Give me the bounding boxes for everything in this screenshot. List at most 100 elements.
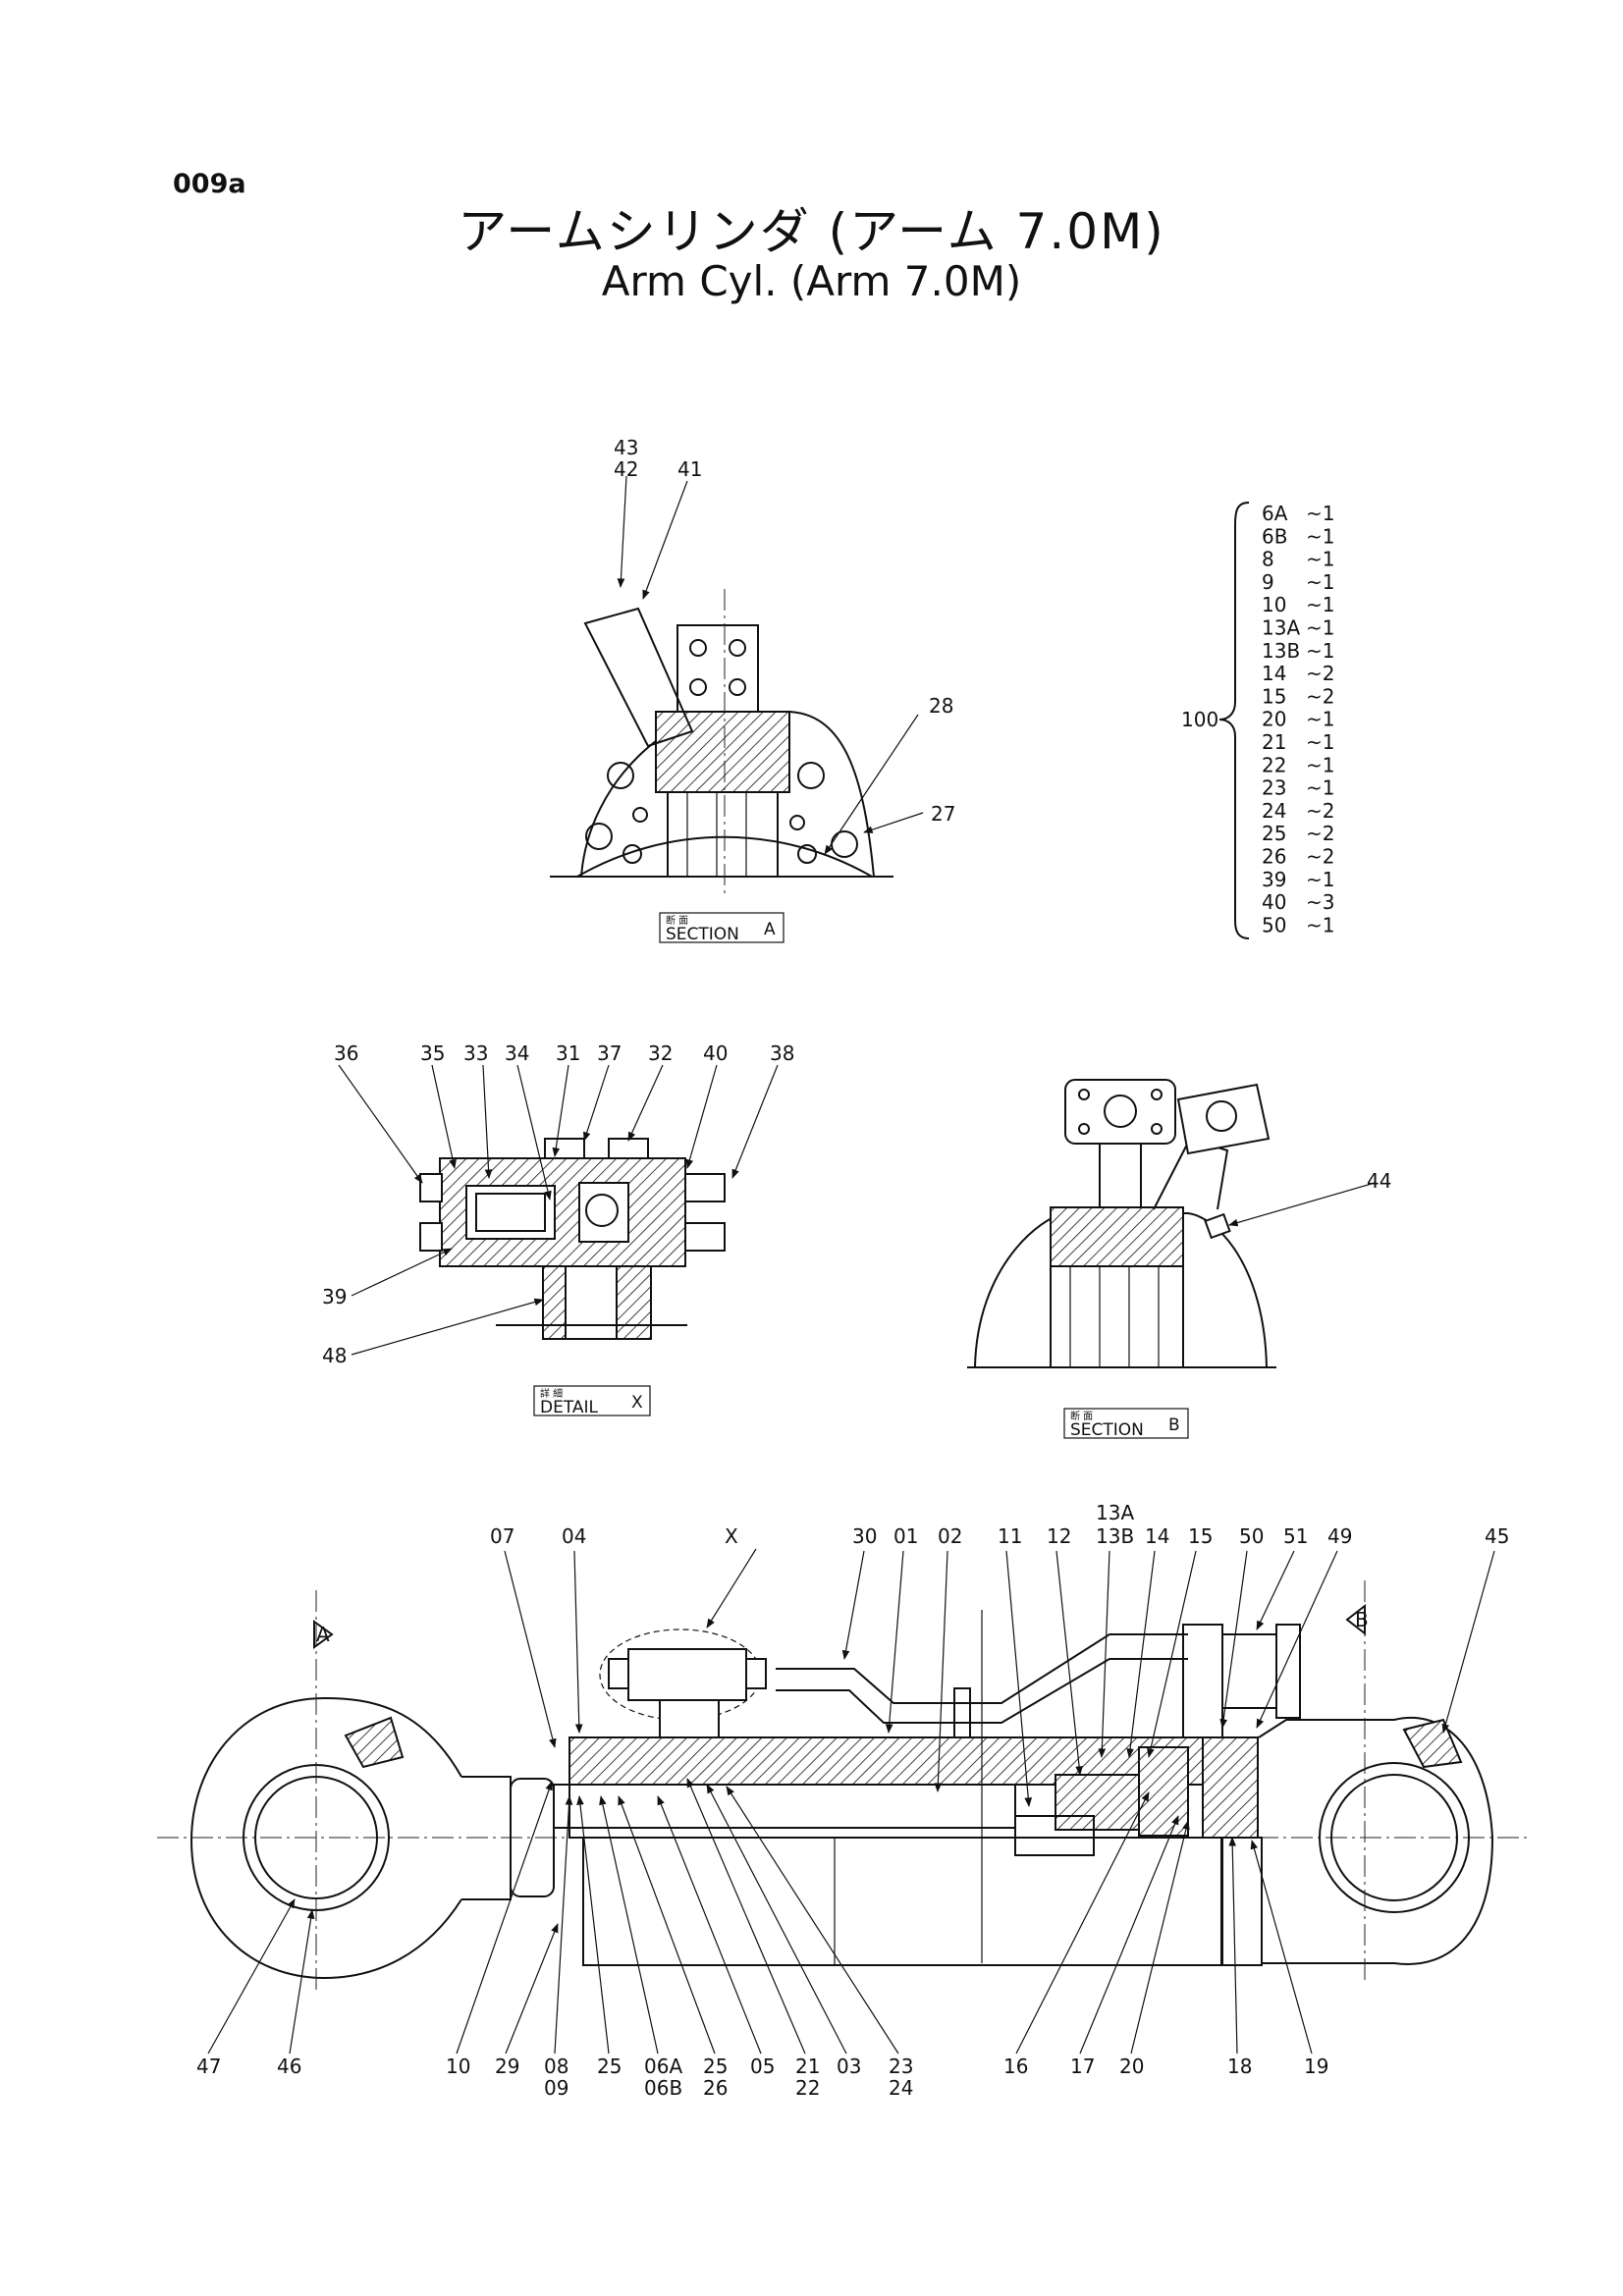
detail-x-view: 36 35 33 34 31 37 32 40 38 39 48 詳 細 DET…: [322, 1041, 794, 1417]
kit-item-part: 40: [1262, 890, 1286, 914]
label-09: 09: [544, 2076, 568, 2100]
label-04: 04: [562, 1524, 586, 1548]
label-13a: 13A: [1096, 1501, 1134, 1524]
kit-item-part: 15: [1262, 684, 1286, 708]
section-a-kanji: 断 面: [666, 914, 688, 927]
label-14: 14: [1145, 1524, 1169, 1548]
label-28: 28: [929, 694, 953, 718]
label-x: X: [725, 1524, 738, 1548]
label-27: 27: [931, 802, 955, 826]
section-b-kanji: 断 面: [1070, 1410, 1093, 1422]
label-22: 22: [795, 2076, 820, 2100]
label-29: 29: [495, 2055, 519, 2078]
label-48: 48: [322, 1344, 347, 1367]
kit-item-part: 13B: [1262, 639, 1300, 663]
label-26: 26: [703, 2076, 728, 2100]
label-47: 47: [196, 2055, 221, 2078]
section-b-letter: B: [1168, 1415, 1180, 1435]
label-44: 44: [1367, 1169, 1391, 1193]
label-15: 15: [1188, 1524, 1213, 1548]
label-06b: 06B: [644, 2076, 682, 2100]
label-02: 02: [938, 1524, 962, 1548]
kit-item-part: 26: [1262, 845, 1286, 869]
kit-item-qty: ~2: [1306, 684, 1334, 708]
label-16: 16: [1003, 2055, 1028, 2078]
label-30: 30: [852, 1524, 877, 1548]
kit-rows: 6A~16B~18~19~110~113A~113B~114~215~220~1…: [1262, 502, 1334, 936]
label-37: 37: [597, 1041, 622, 1065]
label-38: 38: [770, 1041, 794, 1065]
label-45: 45: [1485, 1524, 1509, 1548]
kit-list: 100 6A~16B~18~19~110~113A~113B~114~215~2…: [1181, 502, 1334, 939]
main-cylinder-view: A B 07 04 X 30 01 02 11 12 13A 13B 14 15…: [157, 1501, 1532, 2100]
label-46: 46: [277, 2055, 301, 2078]
marker-a: A: [316, 1623, 330, 1646]
kit-item-part: 20: [1262, 708, 1286, 731]
label-03: 03: [837, 2055, 861, 2078]
kit-item-part: 10: [1262, 593, 1286, 616]
title-english: Arm Cyl. (Arm 7.0M): [601, 257, 1022, 305]
kit-item-qty: ~3: [1306, 890, 1334, 914]
label-40: 40: [703, 1041, 728, 1065]
label-05: 05: [750, 2055, 775, 2078]
kit-item-qty: ~1: [1306, 616, 1334, 640]
label-51: 51: [1283, 1524, 1308, 1548]
section-a-caption: SECTION: [666, 925, 739, 944]
label-50: 50: [1239, 1524, 1264, 1548]
kit-item-part: 9: [1262, 570, 1274, 594]
label-21: 21: [795, 2055, 820, 2078]
label-12: 12: [1047, 1524, 1071, 1548]
kit-item-qty: ~1: [1306, 730, 1334, 754]
kit-item-qty: ~1: [1306, 570, 1334, 594]
label-19: 19: [1304, 2055, 1328, 2078]
label-39: 39: [322, 1285, 347, 1308]
kit-item-qty: ~2: [1306, 799, 1334, 823]
label-35: 35: [420, 1041, 445, 1065]
kit-item-part: 8: [1262, 548, 1274, 571]
label-17: 17: [1070, 2055, 1095, 2078]
section-b-caption: SECTION: [1070, 1420, 1144, 1440]
kit-item-qty: ~1: [1306, 502, 1334, 525]
label-08: 08: [544, 2055, 568, 2078]
kit-number: 100: [1181, 708, 1218, 731]
label-18: 18: [1227, 2055, 1252, 2078]
label-32: 32: [648, 1041, 673, 1065]
label-24: 24: [889, 2076, 913, 2100]
kit-item-part: 23: [1262, 776, 1286, 800]
kit-item-qty: ~1: [1306, 524, 1334, 548]
section-b-view: 44 断 面 SECTION B: [967, 1079, 1391, 1440]
kit-item-qty: ~2: [1306, 845, 1334, 869]
kit-item-qty: ~2: [1306, 662, 1334, 685]
label-41: 41: [677, 457, 702, 481]
kit-item-qty: ~1: [1306, 639, 1334, 663]
label-49: 49: [1327, 1524, 1352, 1548]
label-42: 42: [614, 457, 638, 481]
kit-item-qty: ~1: [1306, 753, 1334, 776]
kit-item-part: 6B: [1262, 524, 1287, 548]
label-36: 36: [334, 1041, 358, 1065]
kit-item-part: 50: [1262, 913, 1286, 936]
label-01: 01: [893, 1524, 918, 1548]
marker-b: B: [1355, 1608, 1369, 1631]
kit-item-part: 39: [1262, 868, 1286, 891]
section-a-view: 43 42 41 28 27 断 面 SECTION A: [550, 436, 955, 944]
label-10: 10: [446, 2055, 470, 2078]
detail-x-letter: X: [631, 1393, 643, 1413]
kit-item-part: 14: [1262, 662, 1286, 685]
detail-x-kanji: 詳 細: [540, 1387, 563, 1400]
title-japanese: アームシリンダ (アーム 7.0M): [458, 203, 1165, 260]
label-23: 23: [889, 2055, 913, 2078]
kit-item-part: 22: [1262, 753, 1286, 776]
label-07: 07: [490, 1524, 514, 1548]
page-code: 009a: [173, 169, 246, 199]
kit-item-qty: ~2: [1306, 822, 1334, 845]
kit-item-qty: ~1: [1306, 868, 1334, 891]
label-13b: 13B: [1096, 1524, 1134, 1548]
section-a-letter: A: [764, 920, 776, 939]
label-25a: 25: [597, 2055, 622, 2078]
kit-item-qty: ~1: [1306, 913, 1334, 936]
label-31: 31: [556, 1041, 580, 1065]
kit-item-qty: ~1: [1306, 708, 1334, 731]
